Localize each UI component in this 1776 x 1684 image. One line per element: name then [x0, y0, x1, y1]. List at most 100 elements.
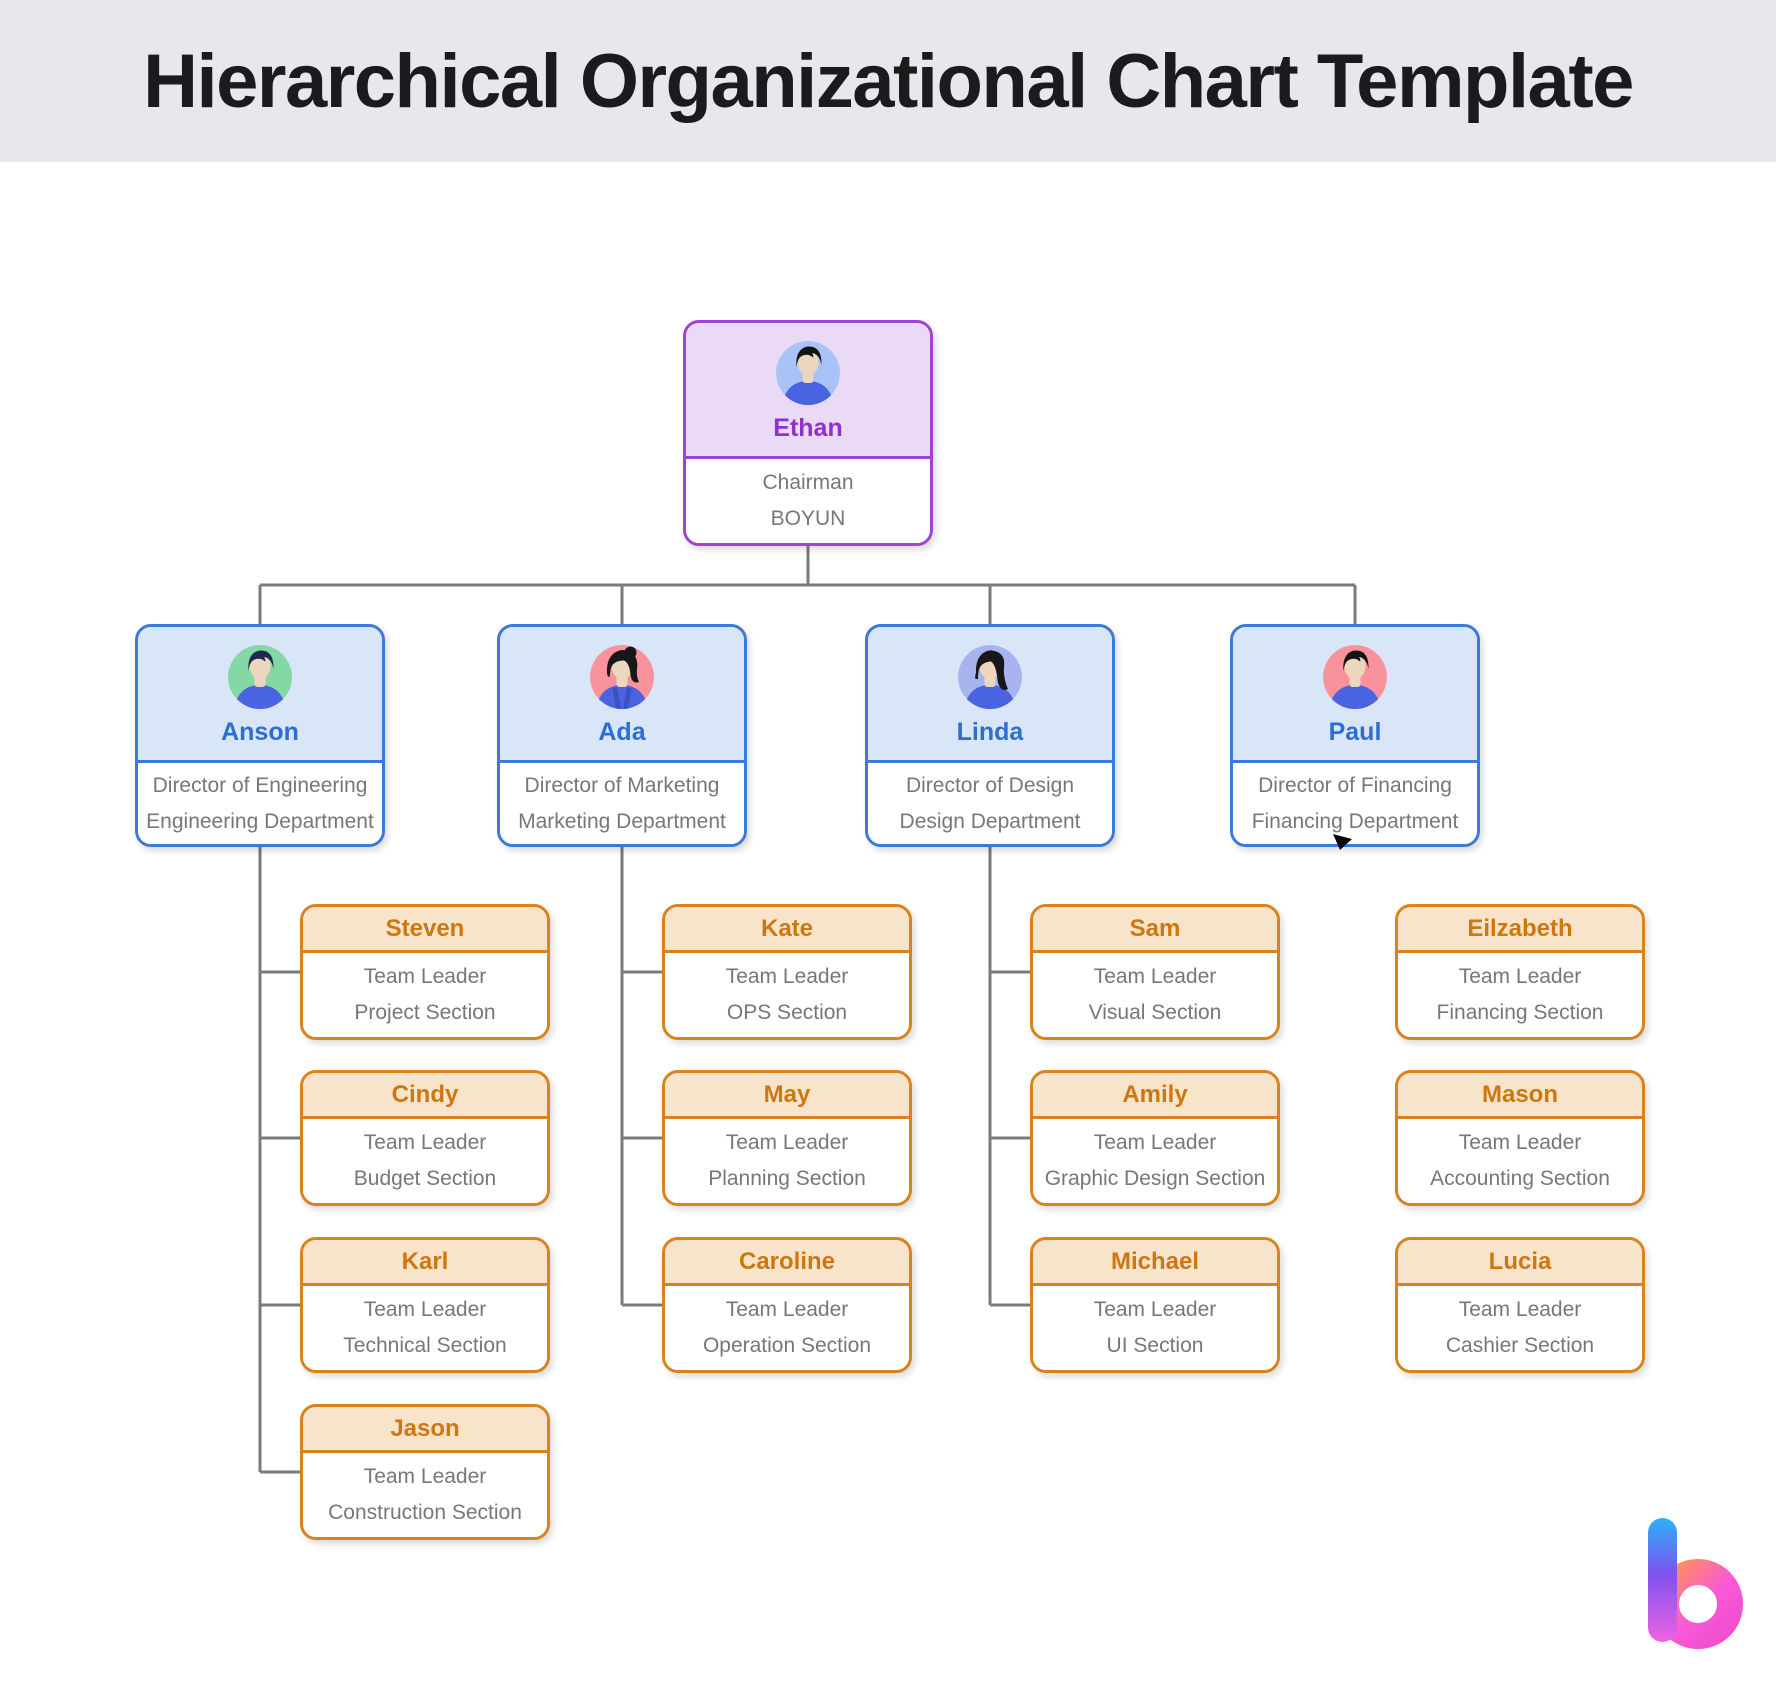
member-dept: OPS Section: [726, 1001, 848, 1024]
member-name: Steven: [385, 914, 465, 942]
member-name: Kate: [760, 914, 814, 942]
member-dept: Construction Section: [328, 1501, 522, 1524]
member-name: Linda: [956, 718, 1024, 746]
member-name: Karl: [401, 1247, 449, 1275]
member-role: Team Leader: [725, 1298, 849, 1321]
page-title: Hierarchical Organizational Chart Templa…: [143, 38, 1634, 124]
member-dept: Technical Section: [343, 1334, 507, 1357]
member-role: Director of Design: [905, 773, 1075, 797]
member-dept: BOYUN: [770, 507, 846, 530]
card-header: Amily: [1033, 1073, 1277, 1116]
card-header: Kate: [665, 907, 909, 950]
card-header: Ethan: [686, 323, 930, 456]
member-role: Team Leader: [1093, 965, 1217, 988]
card-header: May: [665, 1073, 909, 1116]
member-dept: Accounting Section: [1430, 1167, 1610, 1190]
member-role: Team Leader: [1093, 1131, 1217, 1154]
avatar-paul: [1323, 645, 1387, 709]
member-dept: Marketing Department: [518, 809, 726, 833]
card-header: Jason: [303, 1407, 547, 1450]
card-header: Anson: [138, 627, 382, 760]
member-role: Director of Financing: [1258, 773, 1452, 797]
member-name: Eilzabeth: [1467, 914, 1573, 942]
member-name: Jason: [390, 1414, 460, 1442]
member-name: Lucia: [1488, 1247, 1552, 1275]
card-header: Steven: [303, 907, 547, 950]
member-role: Director of Marketing: [524, 773, 720, 797]
member-role: Team Leader: [725, 1131, 849, 1154]
member-role: Team Leader: [363, 1131, 487, 1154]
member-dept: Engineering Department: [146, 809, 374, 833]
member-name: Caroline: [738, 1247, 836, 1275]
member-role: Team Leader: [1458, 1131, 1582, 1154]
boardmix-logo: [1642, 1514, 1744, 1654]
card-header: Sam: [1033, 907, 1277, 950]
card-header: Eilzabeth: [1398, 907, 1642, 950]
member-dept: Graphic Design Section: [1044, 1167, 1266, 1190]
member-name: May: [763, 1080, 811, 1108]
member-name: Paul: [1328, 718, 1382, 746]
member-dept: Design Department: [899, 809, 1081, 833]
member-dept: Operation Section: [702, 1334, 872, 1357]
card-header: Karl: [303, 1240, 547, 1283]
member-dept: Project Section: [354, 1001, 496, 1024]
card-header: Caroline: [665, 1240, 909, 1283]
card-header: Cindy: [303, 1073, 547, 1116]
member-name: Sam: [1129, 914, 1181, 942]
member-dept: UI Section: [1106, 1334, 1204, 1357]
member-role: Team Leader: [1458, 965, 1582, 988]
card-header: Linda: [868, 627, 1112, 760]
avatar-ada: [590, 645, 654, 709]
card-header: Lucia: [1398, 1240, 1642, 1283]
member-name: Ethan: [773, 414, 843, 442]
member-dept: Financing Department: [1251, 809, 1459, 833]
avatar-anson: [228, 645, 292, 709]
member-name: Ada: [598, 718, 646, 746]
member-name: Michael: [1110, 1247, 1200, 1275]
member-name: Anson: [221, 718, 299, 746]
card-header: Mason: [1398, 1073, 1642, 1116]
member-role: Team Leader: [363, 965, 487, 988]
member-role: Team Leader: [725, 965, 849, 988]
member-dept: Budget Section: [353, 1167, 497, 1190]
card-header: Michael: [1033, 1240, 1277, 1283]
member-dept: Planning Section: [708, 1167, 866, 1190]
